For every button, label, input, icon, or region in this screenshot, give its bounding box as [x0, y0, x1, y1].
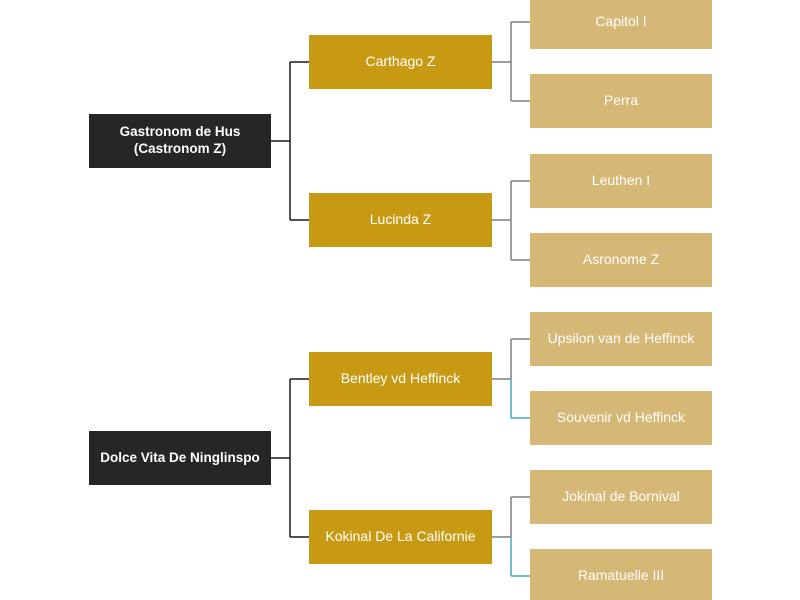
connector-parent-4 [492, 496, 530, 577]
connector-parent-3 [492, 338, 530, 419]
parent-node-kokinal: Kokinal De La Californie [309, 510, 492, 564]
grandparent-node-souvenir: Souvenir vd Heffinck [530, 391, 712, 445]
parent-node-carthago: Carthago Z [309, 35, 492, 89]
grandparent-node-leuthen: Leuthen I [530, 154, 712, 208]
connector-parent-2 [492, 180, 530, 261]
root-node-2: Dolce Vita De Ninglinspo [89, 431, 271, 485]
connector-parent-1 [492, 21, 530, 102]
parent-node-bentley: Bentley vd Heffinck [309, 352, 492, 406]
grandparent-node-asronome: Asronome Z [530, 233, 712, 287]
parent-node-lucinda: Lucinda Z [309, 193, 492, 247]
connector-root-2 [271, 378, 309, 538]
root-node-1: Gastronom de Hus (Castronom Z) [89, 114, 271, 168]
grandparent-node-jokinal: Jokinal de Bornival [530, 470, 712, 524]
grandparent-node-perra: Perra [530, 74, 712, 128]
grandparent-node-capitol: Capitol I [530, 0, 712, 49]
connector-root-1 [271, 61, 309, 221]
grandparent-node-upsilon: Upsilon van de Heffinck [530, 312, 712, 366]
grandparent-node-ramatuelle: Ramatuelle III [530, 549, 712, 600]
